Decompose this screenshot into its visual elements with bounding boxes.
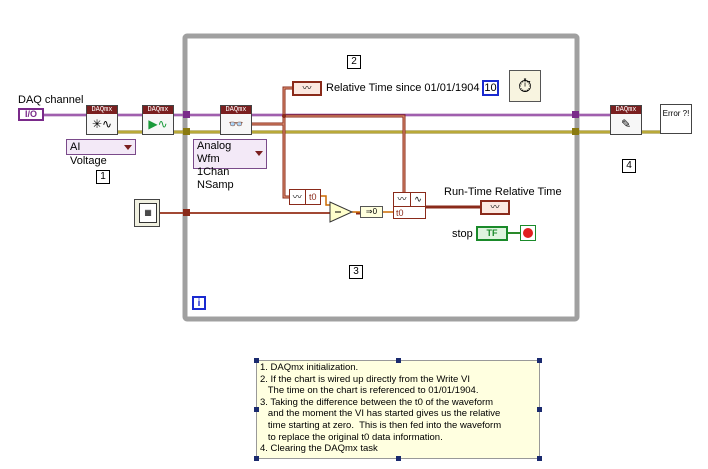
waveform-wire xyxy=(252,86,406,215)
step-number-3: 3 xyxy=(349,265,363,279)
stop-sign-icon xyxy=(523,228,533,238)
comment-note[interactable]: 1. DAQmx initialization. 2. If the chart… xyxy=(256,360,540,459)
waveform-wire-stripe xyxy=(252,87,405,198)
t0-wire xyxy=(320,195,332,206)
daqmx-clear-task-node[interactable]: DAQmx ✎ xyxy=(610,105,642,135)
resize-handle[interactable] xyxy=(254,456,259,461)
run-time-chart-terminal[interactable]: 〰 xyxy=(480,200,510,215)
relative-time-label: Relative Time since 01/01/1904 xyxy=(326,82,480,94)
stop-label: stop xyxy=(452,228,473,240)
waveform-icon: ∿ xyxy=(414,194,422,204)
waveform-icon: 〰 xyxy=(394,193,411,206)
waveform-icon: 〰 xyxy=(490,202,500,212)
chevron-down-icon xyxy=(124,145,132,150)
tunnel-task-out xyxy=(572,111,579,118)
wire-junction xyxy=(282,114,286,118)
resize-handle[interactable] xyxy=(254,407,259,412)
waveform-icon: 〰 xyxy=(302,83,312,93)
t0-label: t0 xyxy=(396,208,404,218)
resize-handle[interactable] xyxy=(254,358,259,363)
chevron-down-icon xyxy=(255,151,263,156)
create-channel-icon: ✳∿ xyxy=(91,117,113,131)
daq-channel-control[interactable]: I/O xyxy=(18,108,44,121)
daqmx-create-channel-node[interactable]: DAQmx ✳∿ xyxy=(86,105,118,135)
wait-ms-node[interactable]: ⏱ xyxy=(509,70,541,102)
daqmx-header: DAQmx xyxy=(611,106,641,114)
step-number-2: 2 xyxy=(347,55,361,69)
daqmx-header: DAQmx xyxy=(87,106,117,114)
read-type-line1: Analog Wfm xyxy=(197,140,232,165)
wait-ms-constant[interactable]: 10 xyxy=(482,80,499,96)
resize-handle[interactable] xyxy=(537,456,542,461)
glasses-icon: 👓 xyxy=(228,117,244,131)
resize-handle[interactable] xyxy=(537,358,542,363)
daqmx-header: DAQmx xyxy=(143,106,173,114)
tunnel-task-in xyxy=(183,111,190,118)
play-icon: ▶∿ xyxy=(148,117,168,131)
set-waveform-t0-node[interactable]: 〰 ∿ t0 xyxy=(393,192,426,219)
daq-channel-label: DAQ channel xyxy=(18,94,84,106)
t0-label: t0 xyxy=(308,192,317,202)
daqmx-read-node[interactable]: DAQmx 👓 xyxy=(220,105,252,135)
resize-handle[interactable] xyxy=(396,456,401,461)
loop-condition-terminal[interactable] xyxy=(520,225,536,241)
tunnel-time-in xyxy=(183,209,190,216)
get-waveform-t0-node[interactable]: 〰 t0 xyxy=(289,189,321,205)
waveform-icon: 〰 xyxy=(290,190,306,204)
tunnel-error-in xyxy=(183,128,190,135)
tunnel-error-out xyxy=(572,128,579,135)
step-number-4: 4 xyxy=(622,159,636,173)
eraser-icon: ✎ xyxy=(620,117,632,131)
run-time-label: Run-Time Relative Time xyxy=(444,186,562,198)
get-date-time-node[interactable]: ▦ xyxy=(134,199,160,227)
resize-handle[interactable] xyxy=(537,407,542,412)
while-loop-frame xyxy=(182,33,580,322)
daqmx-start-node[interactable]: DAQmx ▶∿ xyxy=(142,105,174,135)
ai-voltage-selector[interactable]: AI Voltage xyxy=(66,139,136,167)
stop-button-terminal[interactable]: TF xyxy=(476,226,508,241)
resize-handle[interactable] xyxy=(396,358,401,363)
daqmx-header: DAQmx xyxy=(221,106,251,114)
step-number-1: 1 xyxy=(96,170,110,184)
relative-time-chart-terminal[interactable]: 〰 xyxy=(292,81,322,96)
calendar-icon: ▦ xyxy=(139,203,157,223)
read-type-selector[interactable]: Analog Wfm 1Chan NSamp xyxy=(193,139,267,191)
ai-voltage-label: AI Voltage xyxy=(70,141,107,167)
loop-iteration-terminal: i xyxy=(192,296,206,310)
convert-icon: ⇒0 xyxy=(365,207,378,216)
to-double-node[interactable]: ⇒0 xyxy=(360,206,383,218)
read-type-line2: 1Chan NSamp xyxy=(197,166,234,191)
metronome-icon: ⏱ xyxy=(517,76,533,96)
simple-error-handler-node[interactable]: Error ?! xyxy=(660,104,692,134)
